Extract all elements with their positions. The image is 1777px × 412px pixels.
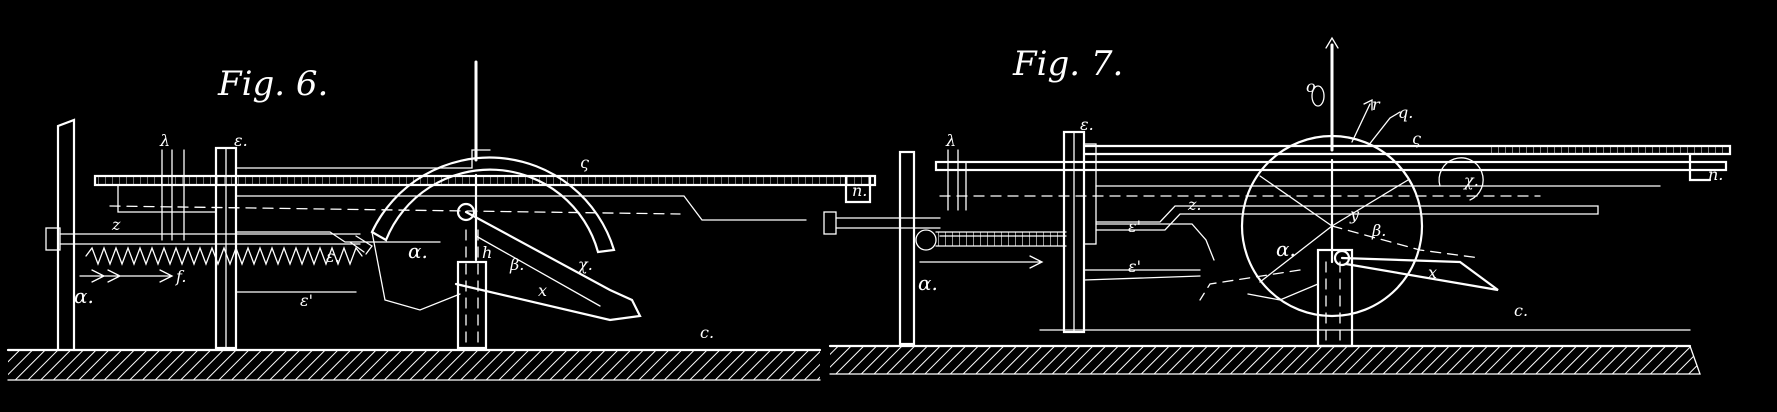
fig6-label-epsilon-low: ε' xyxy=(300,291,313,310)
fig6-label-h: h xyxy=(482,243,492,262)
fig6-label-f: f. xyxy=(175,267,186,286)
fig6-left-post xyxy=(56,118,76,352)
fig7-label-chi: χ. xyxy=(1463,171,1479,190)
fig7-label-epsilon-low: ε' xyxy=(1128,257,1141,276)
fig7-label-r: r xyxy=(1372,95,1381,114)
fig7-label-y: y xyxy=(1349,205,1360,224)
fig7-label-s: ς xyxy=(1412,129,1421,148)
fig6-label-s: ς xyxy=(580,153,589,172)
fig7-label-c: c. xyxy=(1514,301,1528,320)
fig6-ground xyxy=(8,350,820,380)
fig6-lever xyxy=(454,210,642,322)
fig6-label-lambda: λ xyxy=(159,131,170,150)
fig6-label-alpha-left: α. xyxy=(74,284,94,308)
fig7-label-z: z. xyxy=(1187,195,1202,214)
fig6-label-beta: β. xyxy=(509,255,524,274)
fig6-label-z: z xyxy=(111,215,121,234)
fig6-pivot xyxy=(456,202,476,222)
fig6-label-epsilon-top: ε. xyxy=(234,131,248,150)
fig7-label-o: o xyxy=(1306,77,1316,96)
fig6-sector-arc xyxy=(370,156,616,254)
fig7-label-n: n. xyxy=(1708,165,1723,184)
fig7-label-epsilon-top: ε. xyxy=(1080,115,1094,134)
fig6-label-c: c. xyxy=(700,323,714,342)
fig6-label-chi: χ. xyxy=(577,255,593,274)
fig7-ground xyxy=(830,346,1700,374)
fig7-label-epsilon-mid: ε' xyxy=(1128,217,1141,236)
fig7-label-x: x xyxy=(1428,263,1437,282)
fig6-arrow xyxy=(79,269,174,283)
fig7-column xyxy=(1316,248,1354,348)
fig7-label-beta: β. xyxy=(1371,221,1386,240)
fig7-upper-rail xyxy=(1082,144,1732,156)
figure-6-caption: Fig. 6. xyxy=(217,64,328,104)
figure-7: Fig. 7. xyxy=(823,36,1732,375)
fig7-label-lambda: λ xyxy=(945,131,956,150)
fig6-label-epsilon-mid: ε. xyxy=(326,247,340,266)
fig7-left-post xyxy=(898,150,916,346)
fig7-label-q: q. xyxy=(1398,103,1413,122)
fig7-arrow xyxy=(919,255,1044,269)
fig6-lower-rod xyxy=(59,233,361,245)
fig6-label-n: n. xyxy=(852,181,867,200)
fig7-label-alpha-left: α. xyxy=(918,271,938,295)
fig6-label-alpha-disc: α. xyxy=(408,239,428,263)
fig7-label-alpha-disc: α. xyxy=(1276,237,1296,261)
fig7-lever xyxy=(1340,256,1499,292)
fig6-rail-end xyxy=(844,174,872,204)
fig6-label-x: x xyxy=(538,281,547,300)
figure-7-caption: Fig. 7. xyxy=(1012,44,1123,84)
figure-6: Fig. 6. xyxy=(6,60,877,381)
fig6-spring xyxy=(85,246,363,266)
fig7-spring xyxy=(936,232,1066,246)
fig6-column xyxy=(456,260,488,350)
fig7-disc xyxy=(1240,134,1424,318)
